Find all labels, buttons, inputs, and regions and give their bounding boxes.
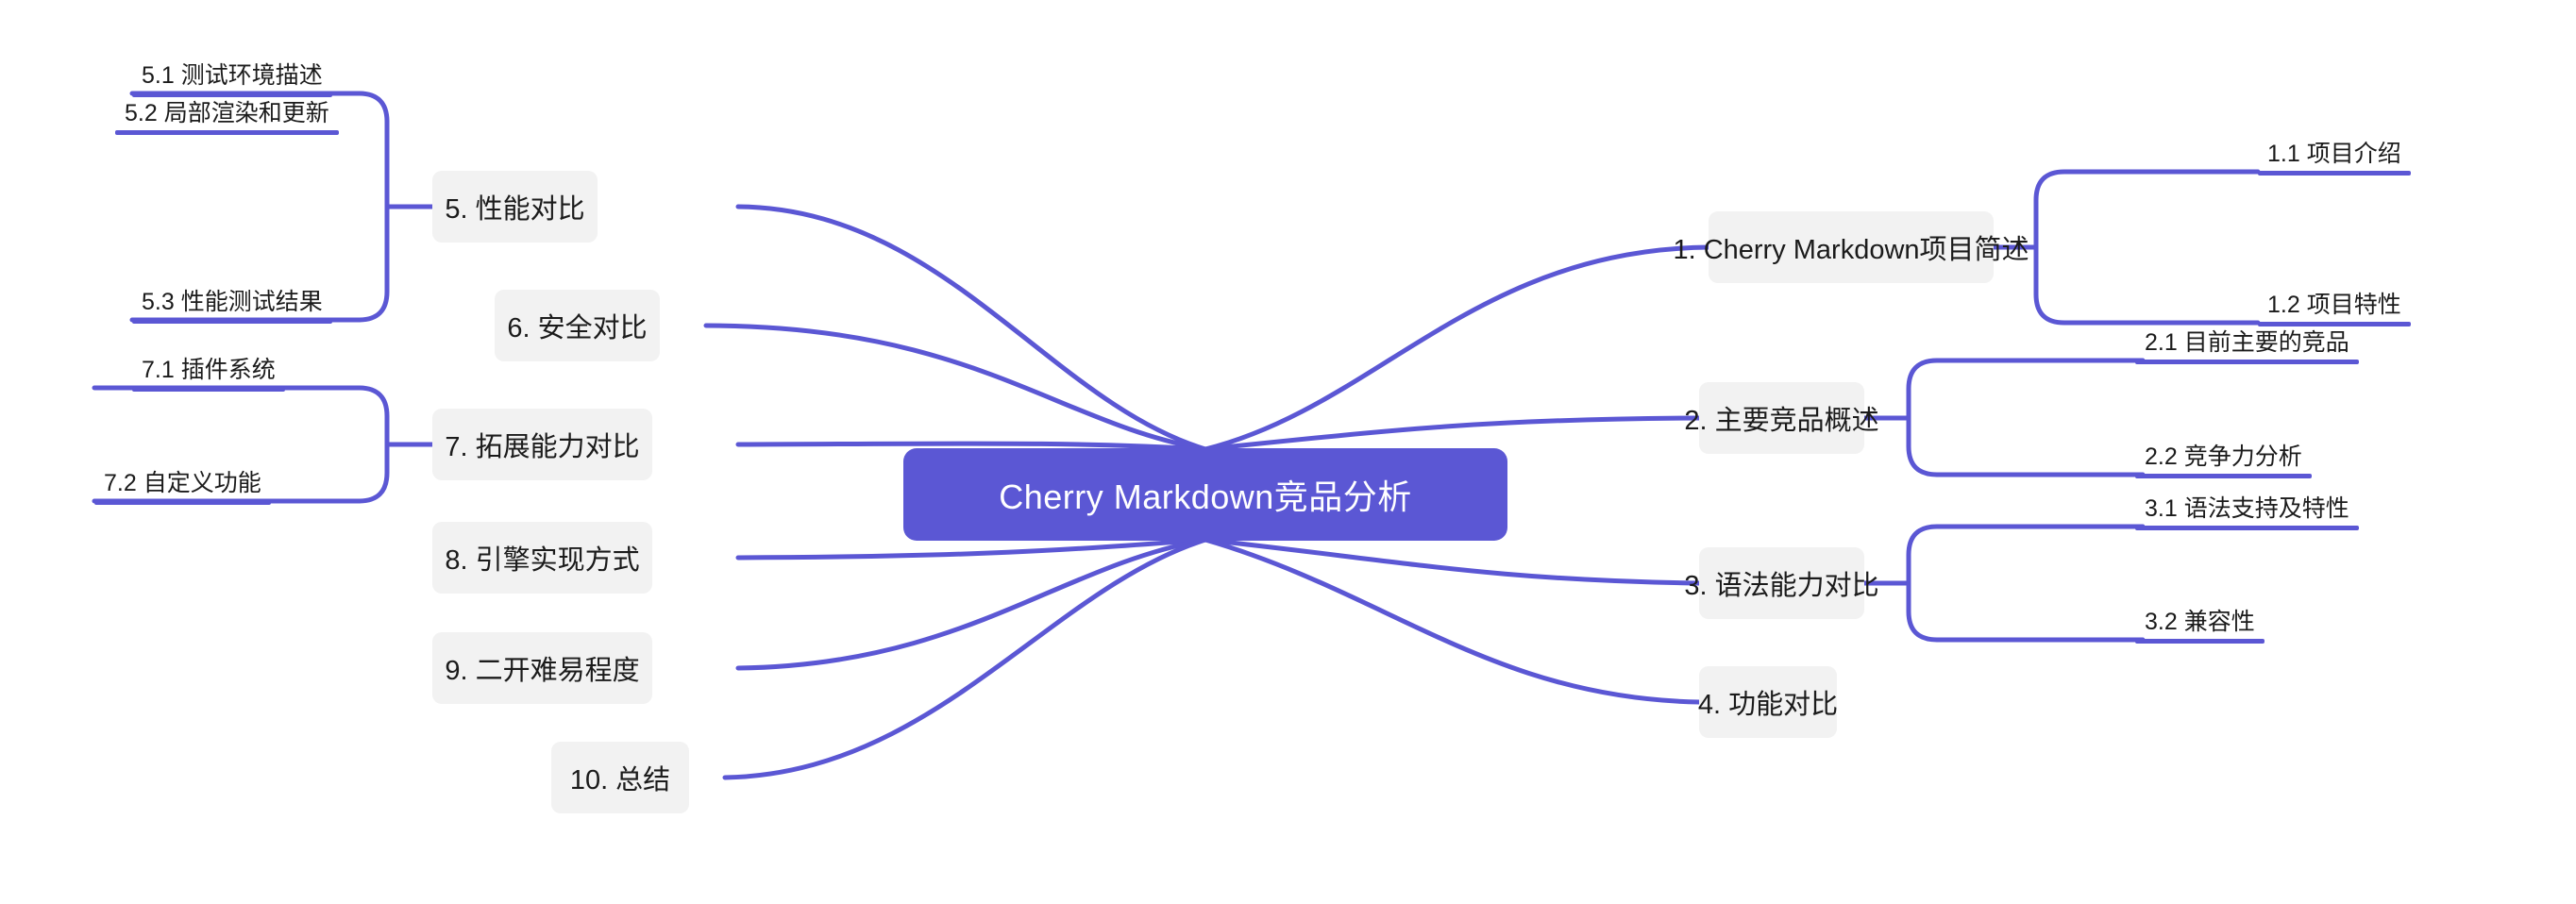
branch-node-5-label: 5. 性能对比: [445, 194, 585, 225]
leaf-node-5-2[interactable]: 5.2 局部渲染和更新: [115, 94, 339, 135]
leaf-node-5-1-label: 5.1 测试环境描述: [142, 62, 323, 89]
bracket-b1: [2033, 169, 2261, 326]
branch-node-6[interactable]: 6. 安全对比: [495, 290, 660, 361]
leaf-node-5-1[interactable]: 5.1 测试环境描述: [132, 57, 332, 97]
leaf-node-5-3-label: 5.3 性能测试结果: [142, 289, 323, 315]
link-root-b6: [703, 323, 1208, 452]
leaf-node-7-1[interactable]: 7.1 插件系统: [132, 351, 285, 392]
leaf-node-3-2[interactable]: 3.2 兼容性: [2135, 603, 2265, 644]
link-root-b5: [735, 204, 1208, 452]
branch-node-2[interactable]: 2. 主要竞品概述: [1684, 382, 1879, 454]
branch-node-7[interactable]: 7. 拓展能力对比: [432, 409, 652, 480]
branch-node-7-label: 7. 拓展能力对比: [445, 432, 640, 462]
leaf-node-3-1-label: 3.1 语法支持及特性: [2145, 495, 2349, 522]
leaf-underline: [2258, 322, 2411, 326]
leaf-node-1-2[interactable]: 1.2 项目特性: [2258, 286, 2411, 326]
leaf-node-1-1-label: 1.1 项目介绍: [2267, 141, 2401, 167]
leaf-underline: [115, 130, 339, 135]
link-root-b9: [735, 537, 1208, 671]
link-root-b1: [1203, 244, 1711, 452]
leaf-node-7-1-label: 7.1 插件系统: [142, 357, 276, 383]
branch-node-9[interactable]: 9. 二开难易程度: [432, 632, 652, 704]
leaf-underline: [2135, 526, 2359, 530]
leaf-underline: [2258, 171, 2411, 176]
leaf-underline: [132, 387, 285, 392]
leaf-underline: [2135, 474, 2312, 478]
root-node-label: Cherry Markdown竞品分析: [999, 477, 1412, 516]
leaf-underline: [132, 319, 332, 324]
bracket-b2: [1906, 358, 2146, 477]
link-root-b3: [1203, 537, 1702, 586]
branch-node-8-label: 8. 引擎实现方式: [445, 545, 640, 576]
leaf-node-5-2-label: 5.2 局部渲染和更新: [125, 100, 329, 126]
leaf-node-3-2-label: 3.2 兼容性: [2145, 609, 2255, 635]
leaf-node-7-2-label: 7.2 自定义功能: [104, 470, 261, 496]
leaf-node-2-1-label: 2.1 目前主要的竞品: [2145, 329, 2349, 356]
branch-node-3[interactable]: 3. 语法能力对比: [1684, 547, 1879, 619]
leaf-node-2-1[interactable]: 2.1 目前主要的竞品: [2135, 324, 2359, 364]
link-root-b8: [735, 537, 1208, 561]
branch-node-9-label: 9. 二开难易程度: [445, 656, 640, 686]
leaf-node-1-1[interactable]: 1.1 项目介绍: [2258, 135, 2411, 176]
leaf-node-2-2-label: 2.2 竞争力分析: [2145, 444, 2302, 470]
branch-node-10-label: 10. 总结: [569, 765, 671, 795]
branch-node-4[interactable]: 4. 功能对比: [1697, 666, 1839, 738]
root-node[interactable]: Cherry Markdown竞品分析: [903, 448, 1507, 541]
branch-node-5[interactable]: 5. 性能对比: [432, 171, 598, 243]
bracket-b3: [1906, 524, 2146, 643]
branch-node-2-label: 2. 主要竞品概述: [1684, 406, 1879, 436]
leaf-node-2-2[interactable]: 2.2 竞争力分析: [2135, 438, 2312, 478]
branch-node-3-label: 3. 语法能力对比: [1684, 571, 1879, 601]
leaf-underline: [2135, 360, 2359, 364]
leaf-node-3-1[interactable]: 3.1 语法支持及特性: [2135, 490, 2359, 530]
leaf-underline: [2135, 639, 2265, 644]
leaf-node-7-2[interactable]: 7.2 自定义功能: [94, 464, 271, 505]
branch-node-4-label: 4. 功能对比: [1697, 690, 1839, 720]
leaf-node-5-3[interactable]: 5.3 性能测试结果: [132, 283, 332, 324]
branch-node-10[interactable]: 10. 总结: [551, 742, 689, 813]
leaf-node-1-2-label: 1.2 项目特性: [2267, 292, 2401, 318]
link-root-b10: [722, 537, 1208, 780]
branch-node-8[interactable]: 8. 引擎实现方式: [432, 522, 652, 594]
leaf-underline: [94, 500, 271, 505]
link-root-b4: [1203, 537, 1702, 705]
link-root-b2: [1203, 415, 1702, 452]
branch-node-1[interactable]: 1. Cherry Markdown项目简述: [1673, 211, 2029, 283]
branch-node-6-label: 6. 安全对比: [507, 313, 648, 343]
branch-node-1-label: 1. Cherry Markdown项目简述: [1673, 235, 2029, 265]
